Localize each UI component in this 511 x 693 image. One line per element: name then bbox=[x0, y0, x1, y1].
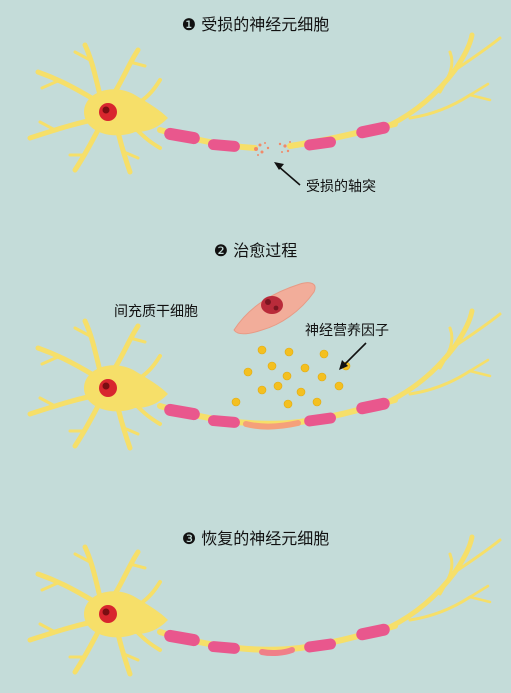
stage-1-title: ❶ 受损的神经元细胞 bbox=[0, 11, 511, 35]
healing-neuron bbox=[30, 311, 505, 448]
damaged-neuron bbox=[30, 35, 505, 186]
stage-1-label: 受损的神经元细胞 bbox=[201, 15, 330, 34]
stage-1-number: ❶ bbox=[181, 15, 197, 34]
stage-3-title: ❸ 恢复的神经元细胞 bbox=[0, 525, 511, 549]
stage-2-label: 治愈过程 bbox=[233, 241, 298, 260]
stage-3-label: 恢复的神经元细胞 bbox=[201, 529, 330, 548]
ntf-label: 神经营养因子 bbox=[305, 323, 389, 339]
stage-2-number: ❷ bbox=[213, 241, 229, 260]
recovered-neuron bbox=[30, 537, 505, 674]
stage-3-number: ❸ bbox=[181, 529, 197, 548]
stage-2-title: ❷ 治愈过程 bbox=[0, 237, 511, 261]
neurotrophic-factors bbox=[231, 345, 351, 409]
msc-label: 间充质干细胞 bbox=[114, 304, 198, 320]
stem-cell-shape bbox=[233, 282, 316, 335]
damaged-axon-label: 受损的轴突 bbox=[306, 179, 376, 195]
